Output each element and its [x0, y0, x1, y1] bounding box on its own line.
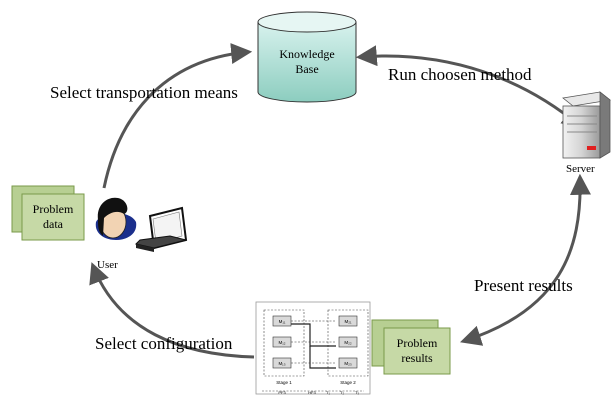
stage-2-machine-box: [338, 315, 358, 327]
arrow-run-method: [355, 45, 584, 129]
config-label-t3: T₃: [355, 390, 359, 395]
stage-1-label: Stage 1: [276, 380, 292, 385]
stage-2-machine-label: M₂₁: [344, 319, 351, 324]
config-label-t1: T₁: [326, 390, 330, 395]
run-method-label: Run choosen method: [388, 65, 532, 84]
user-label: User: [97, 259, 118, 271]
problem-results-label: Problem results: [396, 336, 438, 365]
stage-2-machine-label: M₂₂: [344, 340, 351, 345]
select-transportation-label: Select transportation means: [50, 83, 238, 102]
knowledge-base-label: Knowledge Base: [279, 47, 335, 76]
config-label-hf3: HF3: [308, 390, 316, 395]
laptop-icon: [135, 206, 188, 252]
present-results-label: Present results: [474, 276, 573, 295]
arrow-select-configuration: [89, 262, 255, 359]
select-configuration-label: Select configuration: [95, 334, 233, 353]
stage-1-machine-label: M₁₃: [278, 361, 285, 366]
knowledge-base-cylinder-icon: [257, 11, 357, 103]
server-icon: [562, 91, 611, 159]
stage-2-machine-box: [338, 336, 358, 348]
stage-1-machine-label: M₁₂: [278, 340, 285, 345]
problem-data-notes-icon: [11, 185, 85, 241]
problem-data-label: Problem data: [32, 202, 74, 231]
stage-1-machine-label: M₁₁: [279, 319, 286, 324]
arrow-present-results: [460, 173, 591, 346]
stage-2-label: Stage 2: [340, 380, 356, 385]
server-label: Server: [566, 163, 595, 175]
stage-2-machine-label: M₂₃: [344, 361, 351, 366]
arrow-select-transportation: [102, 43, 253, 189]
user-icon: [95, 197, 137, 240]
problem-results-notes-icon: [371, 319, 451, 375]
config-label-t2: T₂: [340, 390, 344, 395]
config-label-pf3: PF3: [278, 390, 286, 395]
stage-2-machine-box: [338, 357, 358, 369]
